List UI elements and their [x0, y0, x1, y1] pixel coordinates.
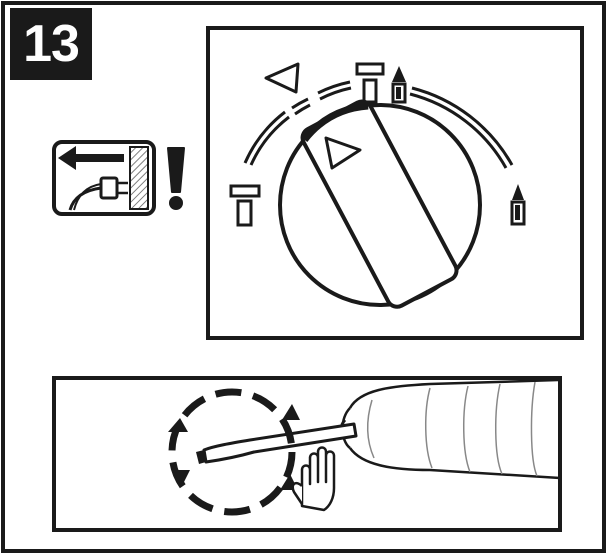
hammer-drill-mode-icon: [391, 66, 407, 104]
chisel-bit: [196, 422, 358, 464]
hand-icon: [291, 446, 336, 512]
arrow-triangle-icon: [264, 62, 300, 94]
step-number-badge: 13: [10, 8, 92, 80]
rotate-arrows-icon: [168, 388, 300, 516]
selector-knob: [278, 99, 482, 309]
selector-scale-arc: [243, 80, 514, 169]
drill-mode-icon: [229, 184, 261, 227]
unplug-warning-icon: [52, 140, 156, 216]
chisel-mode-icon: [510, 184, 526, 226]
exclamation-icon: [167, 147, 185, 210]
screwdriver-mode-icon: [355, 62, 385, 104]
drill-chuck: [339, 380, 558, 480]
